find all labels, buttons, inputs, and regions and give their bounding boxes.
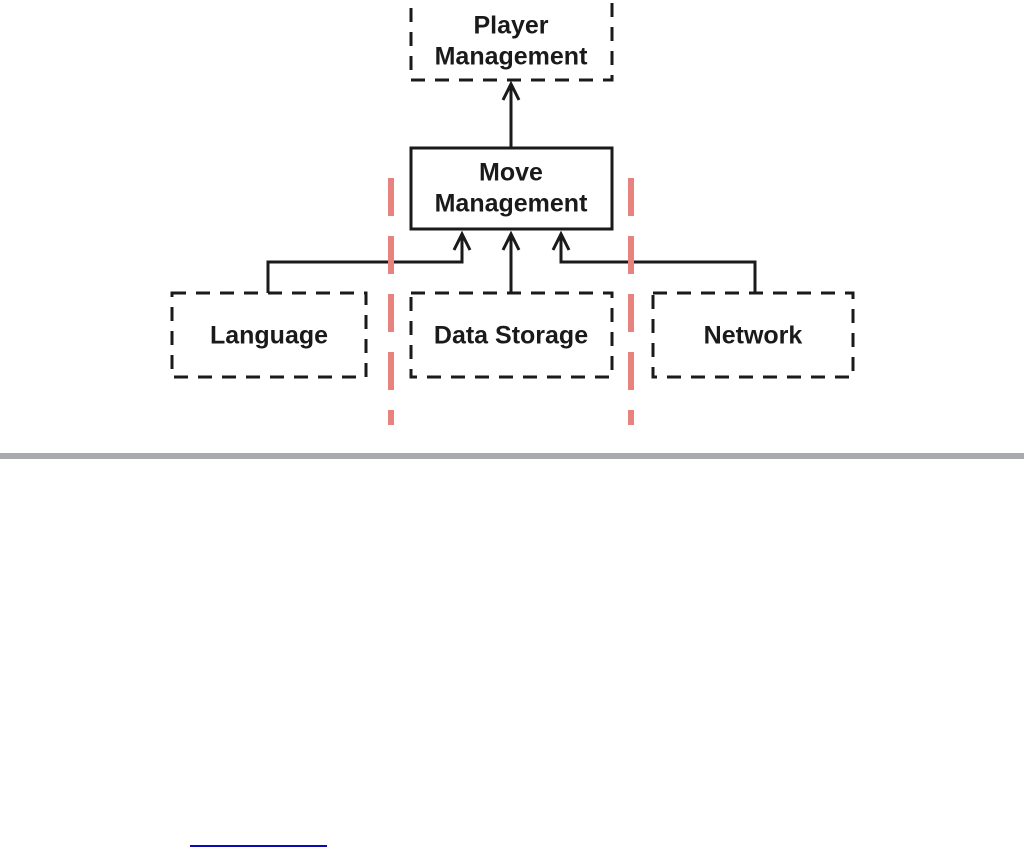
node-language-box — [170, 291, 368, 379]
architecture-diagram: Player Management Move Management Langua… — [170, 0, 855, 425]
node-move-management-box — [409, 146, 614, 231]
node-network[interactable]: Network — [651, 291, 855, 379]
page-divider-rule — [0, 453, 1024, 459]
node-data-storage-label: Data Storage — [434, 322, 588, 350]
node-player-management-label-line1: Player — [473, 12, 548, 40]
node-network-label: Network — [704, 322, 803, 350]
node-network-box — [651, 291, 855, 379]
node-data-storage[interactable]: Data Storage — [409, 291, 614, 379]
footnote-separator-rule — [190, 845, 327, 847]
edge-language-to-move — [266, 230, 472, 294]
edge-network-to-move-arrowhead — [551, 230, 571, 251]
edge-language-to-move-arrowhead — [452, 230, 472, 251]
node-language[interactable]: Language — [170, 291, 368, 379]
node-move-management[interactable]: Move Management — [409, 146, 614, 231]
edge-data-storage-to-move — [501, 230, 521, 294]
node-language-label: Language — [210, 322, 328, 350]
edge-data-storage-to-move-arrowhead — [501, 230, 521, 251]
edge-move-to-player — [501, 80, 521, 148]
node-data-storage-box — [409, 291, 614, 379]
node-move-management-label-line2: Management — [435, 190, 588, 218]
node-player-management-label-line2: Management — [435, 43, 588, 71]
edge-network-to-move — [551, 230, 757, 294]
node-move-management-label-line1: Move — [479, 159, 543, 187]
edge-language-to-move-line — [266, 236, 464, 294]
node-player-management[interactable]: Player Management — [409, 0, 614, 82]
edge-network-to-move-line — [559, 236, 757, 294]
node-player-management-box — [409, 0, 614, 82]
edge-move-to-player-arrowhead — [501, 80, 521, 101]
